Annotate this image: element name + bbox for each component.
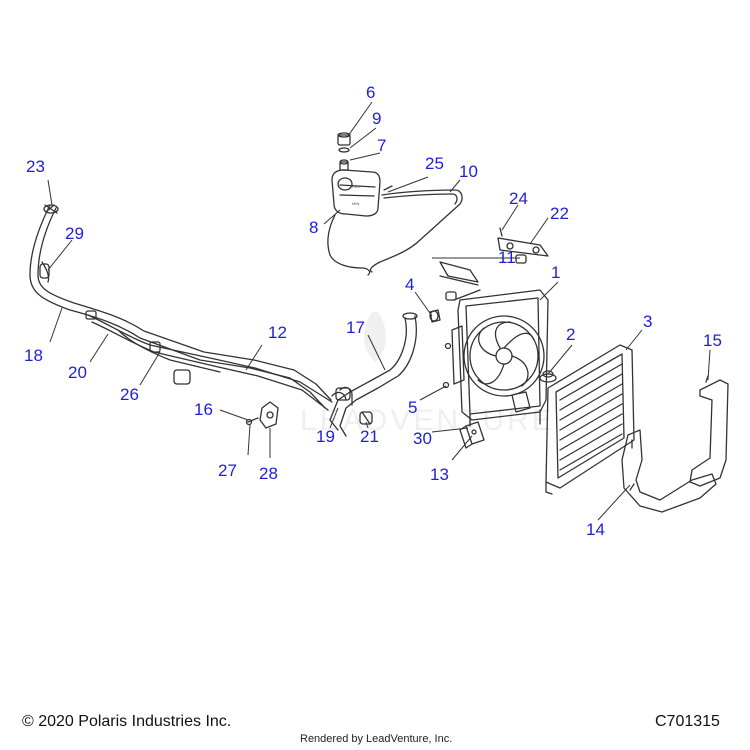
callout-25: 25 [425,154,444,173]
svg-text:FILL: FILL [352,184,361,189]
callout-13: 13 [430,465,449,484]
bracket-28 [259,401,279,429]
callout-10: 10 [459,162,478,181]
callout-1: 1 [551,263,561,282]
bracket-lower-mid [511,391,531,413]
callout-23: 23 [26,157,45,176]
radiator-fan-shroud [444,289,549,427]
callout-18: 18 [24,346,43,365]
callout-28: 28 [259,464,278,483]
callout-19: 19 [316,427,335,446]
rendered-by-text: Rendered by LeadVenture, Inc. [300,733,453,745]
fastener-25 [383,185,393,191]
callout-7: 7 [377,136,387,155]
callout-11: 11 [498,248,516,267]
callout-6: 6 [366,83,376,102]
air-duct-shroud-15 [689,375,729,487]
callout-9: 9 [372,109,382,128]
coolant-hose-right [329,312,418,437]
callout-21: 21 [360,427,379,446]
clamp-21 [359,411,373,425]
air-duct-lower-14 [621,429,717,513]
leader-lines [47,101,711,521]
callout-17: 17 [346,318,365,337]
hose-clip-4 [429,309,441,323]
callout-24: 24 [509,189,528,208]
fastener-27 [245,417,259,426]
mounting-bracket-upper [439,261,481,301]
callout-22: 22 [550,204,569,223]
mounting-bracket-22 [497,227,549,257]
clip-11 [515,254,527,264]
callout-14: 14 [586,520,605,539]
callout-15: 15 [703,331,722,350]
screw-5 [442,381,450,389]
callout-5: 5 [408,398,418,417]
copyright-text: © 2020 Polaris Industries Inc. [22,713,232,730]
svg-text:MIN: MIN [352,201,359,206]
coolant-pipes-center [85,310,333,411]
callout-26: 26 [120,385,139,404]
drawing-id: C701315 [655,713,720,730]
callout-16: 16 [194,400,213,419]
leadventure-watermark: LEADVENTURE [300,312,552,437]
callout-3: 3 [643,312,653,331]
callout-29: 29 [65,224,84,243]
callout-12: 12 [268,323,287,342]
callout-2: 2 [566,325,576,344]
callout-4: 4 [405,275,415,294]
callout-20: 20 [68,363,87,382]
grommet-2 [539,370,557,383]
callout-8: 8 [309,218,319,237]
coolant-reservoir: FILL MIN [331,169,381,217]
reservoir-cap-stack [337,132,351,171]
radiator-core [545,344,635,495]
callout-30: 30 [413,429,432,448]
coolant-hose-left [29,204,332,409]
callout-27: 27 [218,461,237,480]
overflow-tube [327,189,463,276]
